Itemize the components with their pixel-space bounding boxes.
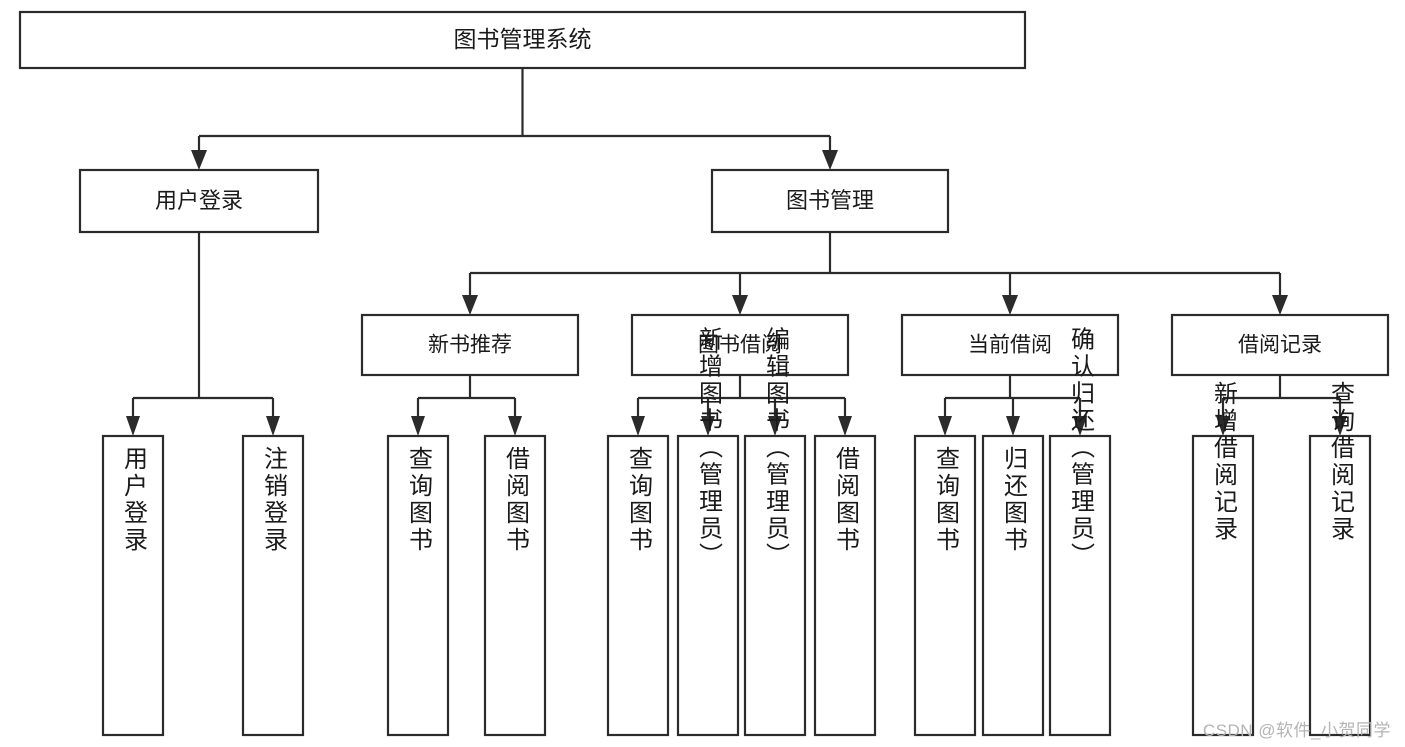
arrow-head-leaf-add-book <box>701 416 715 436</box>
arrow-head-current-borrow <box>1002 295 1018 315</box>
leaf-borrow-book-borrow-label: 借阅图书 <box>832 446 860 554</box>
node-book-management-box[interactable] <box>710 168 950 234</box>
node-user-login-box[interactable] <box>78 168 320 234</box>
node-book-management[interactable]: 图书管理 <box>710 168 950 234</box>
node-book-borrow-label: 图书借阅 <box>698 334 782 357</box>
leaf-query-book-rec-label: 查询图书 <box>405 446 433 554</box>
node-book-borrow[interactable]: 图书借阅 <box>630 313 850 377</box>
connector-layer <box>126 68 1347 436</box>
leaf-borrow-book-rec-box[interactable] <box>483 434 547 737</box>
node-new-book-recommend-box[interactable] <box>360 313 580 377</box>
node-user-login-label: 用户登录 <box>155 188 243 213</box>
arrow-head-leaf-edit-book <box>768 416 782 436</box>
node-root-system-box[interactable] <box>18 10 1027 70</box>
arrow-head-leaf-query-book-3 <box>938 416 952 436</box>
leaf-borrow-book-rec[interactable]: 借阅图书 <box>483 434 547 737</box>
leaf-confirm-return-admin[interactable]: 确认归还（管理员） <box>1048 327 1112 737</box>
leaf-query-book-rec[interactable]: 查询图书 <box>386 434 450 737</box>
leaf-confirm-return-admin-box[interactable] <box>1048 434 1112 737</box>
leaf-borrow-book-borrow[interactable]: 借阅图书 <box>813 434 877 737</box>
arrow-head-leaf-confirm-return <box>1073 416 1087 436</box>
node-borrow-record-label: 借阅记录 <box>1238 334 1322 357</box>
node-root-system-label: 图书管理系统 <box>454 26 592 52</box>
arrow-head-user-login <box>191 150 207 170</box>
leaf-add-book-admin-label: 新增图书（管理员） <box>695 327 723 570</box>
leaf-return-book-label: 归还图书 <box>1000 446 1028 554</box>
arrow-head-leaf-return-book <box>1006 416 1020 436</box>
node-current-borrow-label: 当前借阅 <box>968 334 1052 357</box>
arrow-head-leaf-query-book-2 <box>631 416 645 436</box>
node-new-book-recommend[interactable]: 新书推荐 <box>360 313 580 377</box>
leaf-edit-book-admin-box[interactable] <box>743 434 807 737</box>
arrow-head-book-borrow <box>732 295 748 315</box>
arrow-head-leaf-user-login <box>126 416 140 436</box>
node-user-login[interactable]: 用户登录 <box>78 168 320 234</box>
node-book-borrow-box[interactable] <box>630 313 850 377</box>
node-current-borrow-box[interactable] <box>900 313 1120 377</box>
leaf-add-borrow-record-box[interactable] <box>1191 434 1255 737</box>
leaf-borrow-book-borrow-box[interactable] <box>813 434 877 737</box>
arrow-head-new-book-rec <box>462 295 478 315</box>
leaf-logout-box[interactable] <box>241 434 305 737</box>
arrow-head-leaf-borrow-book-2 <box>838 416 852 436</box>
leaf-query-book-current-box[interactable] <box>913 434 977 737</box>
leaf-query-borrow-record-label: 查询借阅记录 <box>1327 381 1355 543</box>
leaf-query-book-rec-box[interactable] <box>386 434 450 737</box>
leaf-add-book-admin[interactable]: 新增图书（管理员） <box>676 327 740 737</box>
leaf-user-login[interactable]: 用户登录 <box>101 434 165 737</box>
leaf-logout-label: 注销登录 <box>260 446 288 554</box>
leaf-query-book-borrow-label: 查询图书 <box>625 446 653 554</box>
node-root-system[interactable]: 图书管理系统 <box>18 10 1027 70</box>
leaf-edit-book-admin-label: 编辑图书（管理员） <box>762 327 790 570</box>
leaf-return-book-box[interactable] <box>981 434 1045 737</box>
arrow-head-leaf-add-record <box>1216 416 1230 436</box>
leaf-logout[interactable]: 注销登录 <box>241 434 305 737</box>
leaf-user-login-label: 用户登录 <box>120 446 148 554</box>
leaf-confirm-return-admin-label: 确认归还（管理员） <box>1067 327 1095 570</box>
arrow-head-book-manage <box>822 150 838 170</box>
leaf-add-borrow-record[interactable]: 新增借阅记录 <box>1191 381 1255 737</box>
arrow-head-leaf-borrow-book-1 <box>508 416 522 436</box>
leaf-edit-book-admin[interactable]: 编辑图书（管理员） <box>743 327 807 737</box>
leaf-user-login-box[interactable] <box>101 434 165 737</box>
node-new-book-recommend-label: 新书推荐 <box>428 334 512 357</box>
leaf-query-borrow-record-box[interactable] <box>1308 434 1372 737</box>
leaf-add-book-admin-box[interactable] <box>676 434 740 737</box>
arrow-head-borrow-record <box>1272 295 1288 315</box>
leaf-query-book-current-label: 查询图书 <box>932 446 960 554</box>
arrow-head-leaf-query-record <box>1333 416 1347 436</box>
node-current-borrow[interactable]: 当前借阅 <box>900 313 1120 377</box>
leaf-query-book-borrow[interactable]: 查询图书 <box>606 434 670 737</box>
node-borrow-record-box[interactable] <box>1170 313 1390 377</box>
node-book-management-label: 图书管理 <box>786 188 874 213</box>
leaf-return-book[interactable]: 归还图书 <box>981 434 1045 737</box>
node-borrow-record[interactable]: 借阅记录 <box>1170 313 1390 377</box>
leaf-query-book-current[interactable]: 查询图书 <box>913 434 977 737</box>
leaf-add-borrow-record-label: 新增借阅记录 <box>1210 381 1238 543</box>
arrow-head-leaf-query-book-1 <box>411 416 425 436</box>
leaf-borrow-book-rec-label: 借阅图书 <box>502 446 530 554</box>
leaf-query-book-borrow-box[interactable] <box>606 434 670 737</box>
leaf-query-borrow-record[interactable]: 查询借阅记录 <box>1308 381 1372 737</box>
arrow-head-leaf-logout <box>266 416 280 436</box>
